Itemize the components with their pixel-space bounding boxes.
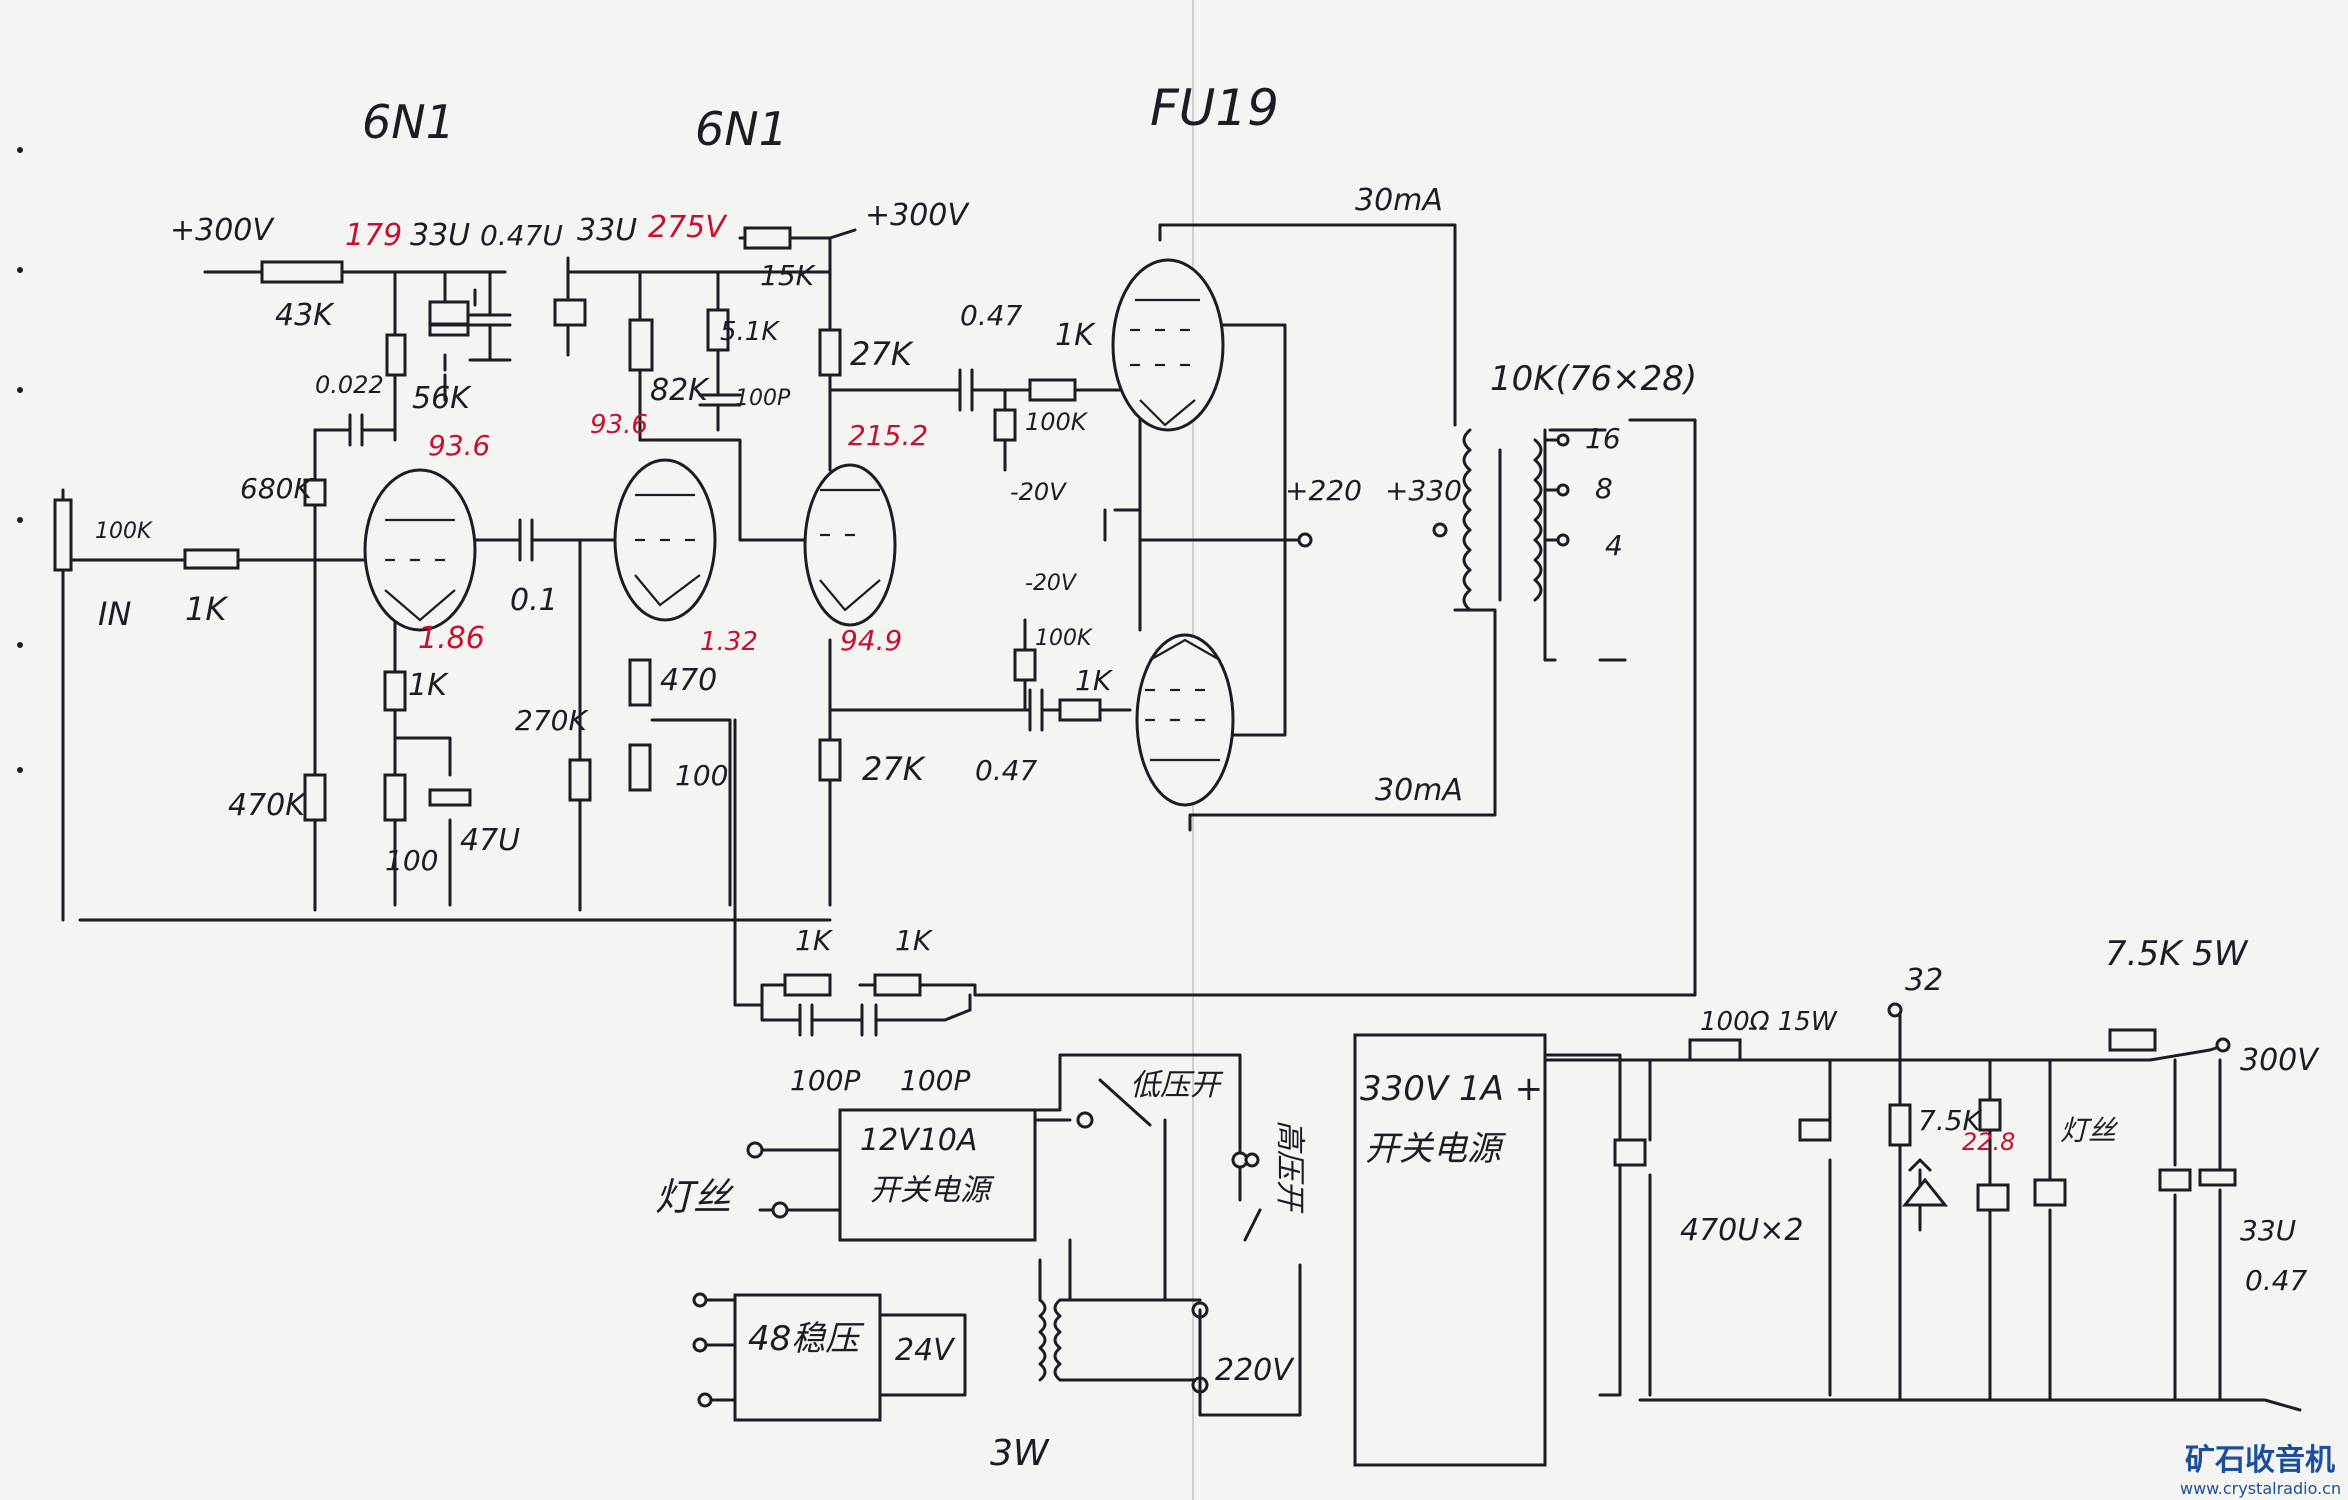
tube-v2-6n1: [613, 458, 717, 622]
label-r100-v2: 100: [675, 759, 728, 792]
label-c047-3: 0.47: [2245, 1264, 2308, 1297]
label-r27k-top: 27K: [850, 335, 915, 373]
tube-v3-6n1-b: [803, 463, 897, 627]
label-b300-mid: +300V: [865, 198, 970, 233]
label-r15k: 15K: [760, 259, 817, 292]
label-r100k-g2: 100K: [1035, 626, 1093, 651]
label-r43k: 43K: [275, 298, 335, 333]
label-v32: 32: [1905, 963, 1943, 998]
label-c047-top: 0.47: [960, 299, 1023, 332]
label-fb-r1: 1K: [795, 924, 834, 957]
tube-label-v3: FU19: [1150, 79, 1279, 137]
label-r51k: 5.1K: [720, 317, 780, 347]
label-c047-1: 0.47U: [480, 219, 563, 252]
label-b300-left: +300V: [170, 213, 275, 248]
label-hv-switch: 高压开: [1272, 1120, 1307, 1214]
label-in: IN: [98, 595, 131, 633]
output-transformer: [1297, 428, 1627, 662]
label-r100-15w: 100Ω 15W: [1700, 1007, 1838, 1037]
label-r470k: 470K: [228, 788, 307, 823]
measure-v1-node-top: 179: [345, 218, 402, 253]
label-b330: +330: [1385, 474, 1462, 507]
components: [53, 226, 1102, 1037]
label-r1k-g2: 1K: [1075, 664, 1114, 697]
label-b220: +220: [1285, 474, 1362, 507]
label-r7-5k: 7.5K: [1918, 1104, 1984, 1137]
label-fb-r2: 1K: [895, 924, 934, 957]
label-c100p-a: 100P: [735, 386, 791, 411]
tube-label-v1: 6N1: [362, 95, 455, 149]
label-i-top: 30mA: [1355, 183, 1443, 218]
label-regulator: 48稳压: [748, 1319, 865, 1359]
label-ac220: 220V: [1215, 1353, 1295, 1388]
label-r1k-g1: 1K: [1055, 318, 1096, 353]
labels-measurements: 179 275V 93.6 93.6 215.2 1.86 1.32 94.9 …: [345, 210, 2015, 1156]
label-c33-1: 33U: [410, 218, 470, 253]
label-r7-5k5w: 7.5K 5W: [2105, 934, 2249, 974]
label-r100-cath: 100: [385, 844, 438, 877]
measure-v3-cathode: 94.9: [840, 624, 902, 657]
measure-v2-node-top: 275V: [648, 210, 728, 245]
tube-label-v2: 6N1: [695, 102, 788, 156]
labels-components: +300V +300V 300V 43K 33U 0.47U 33U 56K 0…: [95, 183, 2320, 1474]
label-r82k: 82K: [650, 373, 710, 408]
label-i-bot: 30mA: [1375, 773, 1463, 808]
label-c047-bot: 0.47: [975, 754, 1038, 787]
watermark-cn: 矿石收音机: [2185, 1443, 2335, 1478]
measure-v1-cathode: 1.86: [418, 621, 485, 656]
labels-tubes: 6N1 6N1 FU19: [362, 79, 1279, 156]
measure-v1-plate: 93.6: [428, 429, 490, 462]
measure-v2-plate: 93.6: [590, 410, 648, 440]
margin-dots: [17, 147, 23, 773]
label-c47u: 47U: [460, 823, 520, 858]
label-xfmr: 10K(76×28): [1490, 359, 1697, 399]
label-smps12: 12V10A: [860, 1123, 977, 1158]
label-c33-3: 33U: [2240, 1214, 2296, 1247]
measure-v3-plate: 215.2: [848, 419, 928, 452]
label-c0022: 0.022: [315, 371, 384, 399]
watermark-url: www.crystalradio.cn: [2180, 1479, 2341, 1498]
label-r1k-cath: 1K: [408, 668, 449, 703]
watermark: 矿石收音机 www.crystalradio.cn: [2180, 1443, 2341, 1498]
label-fb-c1: 100P: [790, 1064, 860, 1097]
label-r27k-bot: 27K: [862, 750, 927, 788]
label-film: 灯丝: [2060, 1114, 2119, 1147]
label-c33-2: 33U: [577, 213, 637, 248]
label-lv-switch: 低压开: [1130, 1068, 1224, 1103]
label-hv-supply-b: 开关电源: [1365, 1129, 1507, 1169]
label-v24: 24V: [895, 1333, 956, 1368]
measure-zener: 22.8: [1962, 1128, 2015, 1156]
label-r680k: 680K: [240, 472, 314, 505]
label-hv-supply: 330V 1A +: [1360, 1069, 1543, 1109]
label-c01: 0.1: [510, 583, 558, 618]
label-r1k-in: 1K: [185, 590, 229, 628]
power-section: [692, 1002, 2302, 1467]
label-b300-right: 300V: [2240, 1043, 2320, 1078]
label-bias1: -20V: [1010, 478, 1067, 506]
label-smps12-b: 开关电源: [870, 1173, 995, 1208]
label-tap16: 16: [1585, 422, 1621, 455]
label-tap4: 4: [1605, 529, 1623, 562]
tube-fu19: [1111, 258, 1235, 807]
label-fb-c2: 100P: [900, 1064, 970, 1097]
label-r100k-g1: 100K: [1025, 408, 1089, 436]
label-filament: 灯丝: [655, 1175, 734, 1219]
measure-v2-cathode: 1.32: [700, 627, 758, 657]
label-tap8: 8: [1595, 472, 1613, 505]
label-w3: 3W: [990, 1433, 1050, 1474]
label-r100k-in: 100K: [95, 519, 153, 544]
label-caps470: 470U×2: [1680, 1213, 1803, 1248]
tube-v1-6n1: [363, 468, 477, 632]
label-r470: 470: [660, 663, 717, 698]
label-r270k: 270K: [515, 704, 589, 737]
label-r56k: 56K: [412, 381, 472, 416]
label-bias2: -20V: [1025, 571, 1078, 596]
